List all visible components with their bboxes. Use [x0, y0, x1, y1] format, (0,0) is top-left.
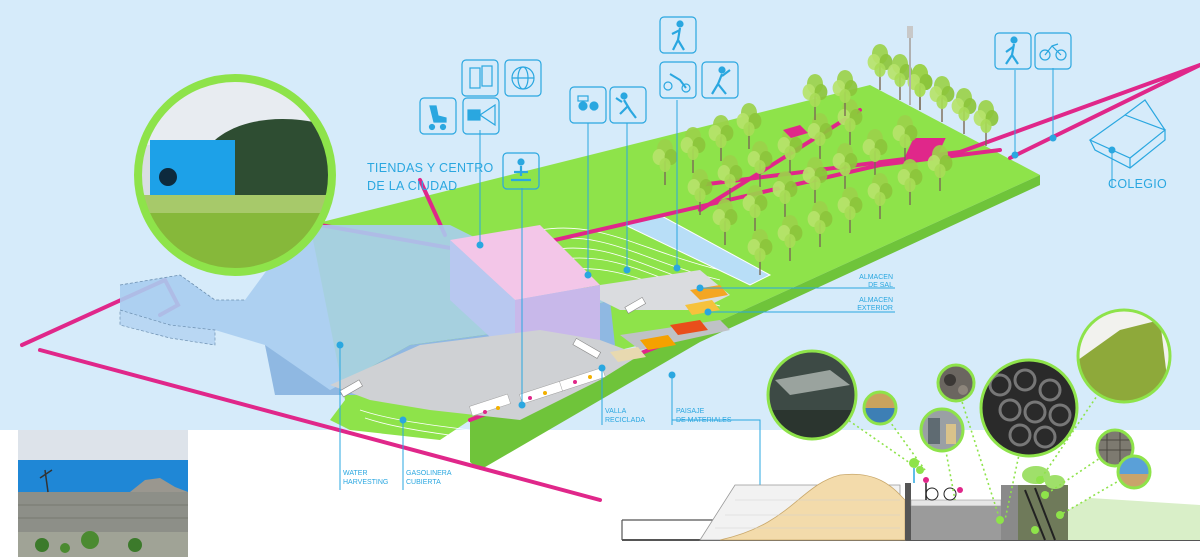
label-tiendas-1: TIENDAS Y CENTRO	[367, 161, 494, 175]
tree-icon	[708, 115, 734, 161]
detail-photo-water	[766, 349, 858, 441]
lamp-post	[907, 26, 913, 105]
tree-icon	[927, 145, 953, 191]
tree-icon	[807, 113, 833, 159]
tree-icon	[747, 141, 773, 187]
tree-icon	[742, 185, 768, 231]
tree-icon	[862, 129, 888, 175]
tree-icon	[807, 201, 833, 247]
label-water-2: HARVESTING	[343, 479, 388, 486]
detail-dots	[916, 466, 1064, 534]
label-almacen-ext-1: ALMACEN	[859, 297, 893, 304]
label-valla-1: VALLA	[605, 408, 627, 415]
label-water-1: WATER	[343, 470, 368, 477]
detail-photo-tires	[979, 358, 1079, 458]
school-building-icon	[1088, 99, 1167, 169]
tree-icon	[837, 99, 863, 145]
tree-icon	[867, 173, 893, 219]
detail-photo-rubble	[936, 363, 976, 403]
tree-icon	[832, 143, 858, 189]
projector-icon	[462, 97, 500, 135]
runner-icon	[659, 16, 697, 54]
tree-icon	[802, 157, 828, 203]
activity-icons	[419, 16, 1072, 190]
ball-icon	[504, 59, 542, 97]
tree-icon	[652, 139, 678, 185]
tree-icon	[897, 159, 923, 205]
detail-photo-site	[919, 407, 965, 453]
label-valla-2: RECICLADA	[605, 417, 645, 424]
tree-icon	[832, 70, 858, 116]
label-paisaje-1: PAISAJE	[676, 408, 705, 415]
tree-icon	[777, 215, 803, 261]
tree-icon	[712, 199, 738, 245]
tree-icon	[837, 187, 863, 233]
material-bays	[610, 285, 728, 362]
tree-icon	[717, 155, 743, 201]
tree-icon	[973, 100, 999, 146]
tree-icon	[929, 76, 955, 122]
callout-dots	[336, 134, 1116, 494]
yoga-icon	[502, 152, 540, 190]
pink-kiosk	[783, 125, 808, 138]
label-paisaje-2: DE MATERIALES	[676, 417, 732, 424]
gymnast-icon	[701, 61, 739, 99]
tree-icon	[772, 171, 798, 217]
tree-icon	[687, 169, 713, 215]
walker-icon	[994, 32, 1032, 70]
tree-icon	[892, 115, 918, 161]
detail-photo-roof	[862, 390, 898, 426]
industrial-wall-photo	[18, 430, 188, 557]
tree-icon	[680, 127, 706, 173]
label-almacen-ext-2: EXTERIOR	[857, 305, 893, 312]
label-almacen-sal-2: DE SAL	[868, 282, 893, 289]
label-almacen-sal-1: ALMACEN	[859, 274, 893, 281]
tree-icon	[802, 74, 828, 120]
tree-icon	[951, 88, 977, 134]
dancer-icon	[609, 86, 647, 124]
bicycle-icon	[1034, 32, 1072, 70]
glass-panels-icon	[461, 59, 499, 97]
biker-icon	[659, 61, 697, 99]
landscape-section	[621, 458, 1200, 541]
benches	[339, 296, 647, 398]
label-tiendas-2: DE LA CIUDAD	[367, 179, 457, 193]
label-gasolinera-2: CUBIERTA	[406, 479, 441, 486]
recycled-fence-beds	[469, 367, 606, 417]
tree-icon	[747, 229, 773, 275]
detail-photo-beach	[1116, 454, 1152, 490]
label-colegio: COLEGIO	[1108, 177, 1167, 191]
tree-icon	[867, 44, 893, 90]
callout-lines	[339, 68, 1113, 490]
detail-photo-green-slope	[1076, 308, 1172, 404]
camera-icon	[569, 86, 607, 124]
skates-icon	[419, 97, 457, 135]
tree-icon	[736, 103, 762, 149]
label-gasolinera-1: GASOLINERA	[406, 470, 452, 477]
site-photo-circle	[134, 74, 336, 276]
